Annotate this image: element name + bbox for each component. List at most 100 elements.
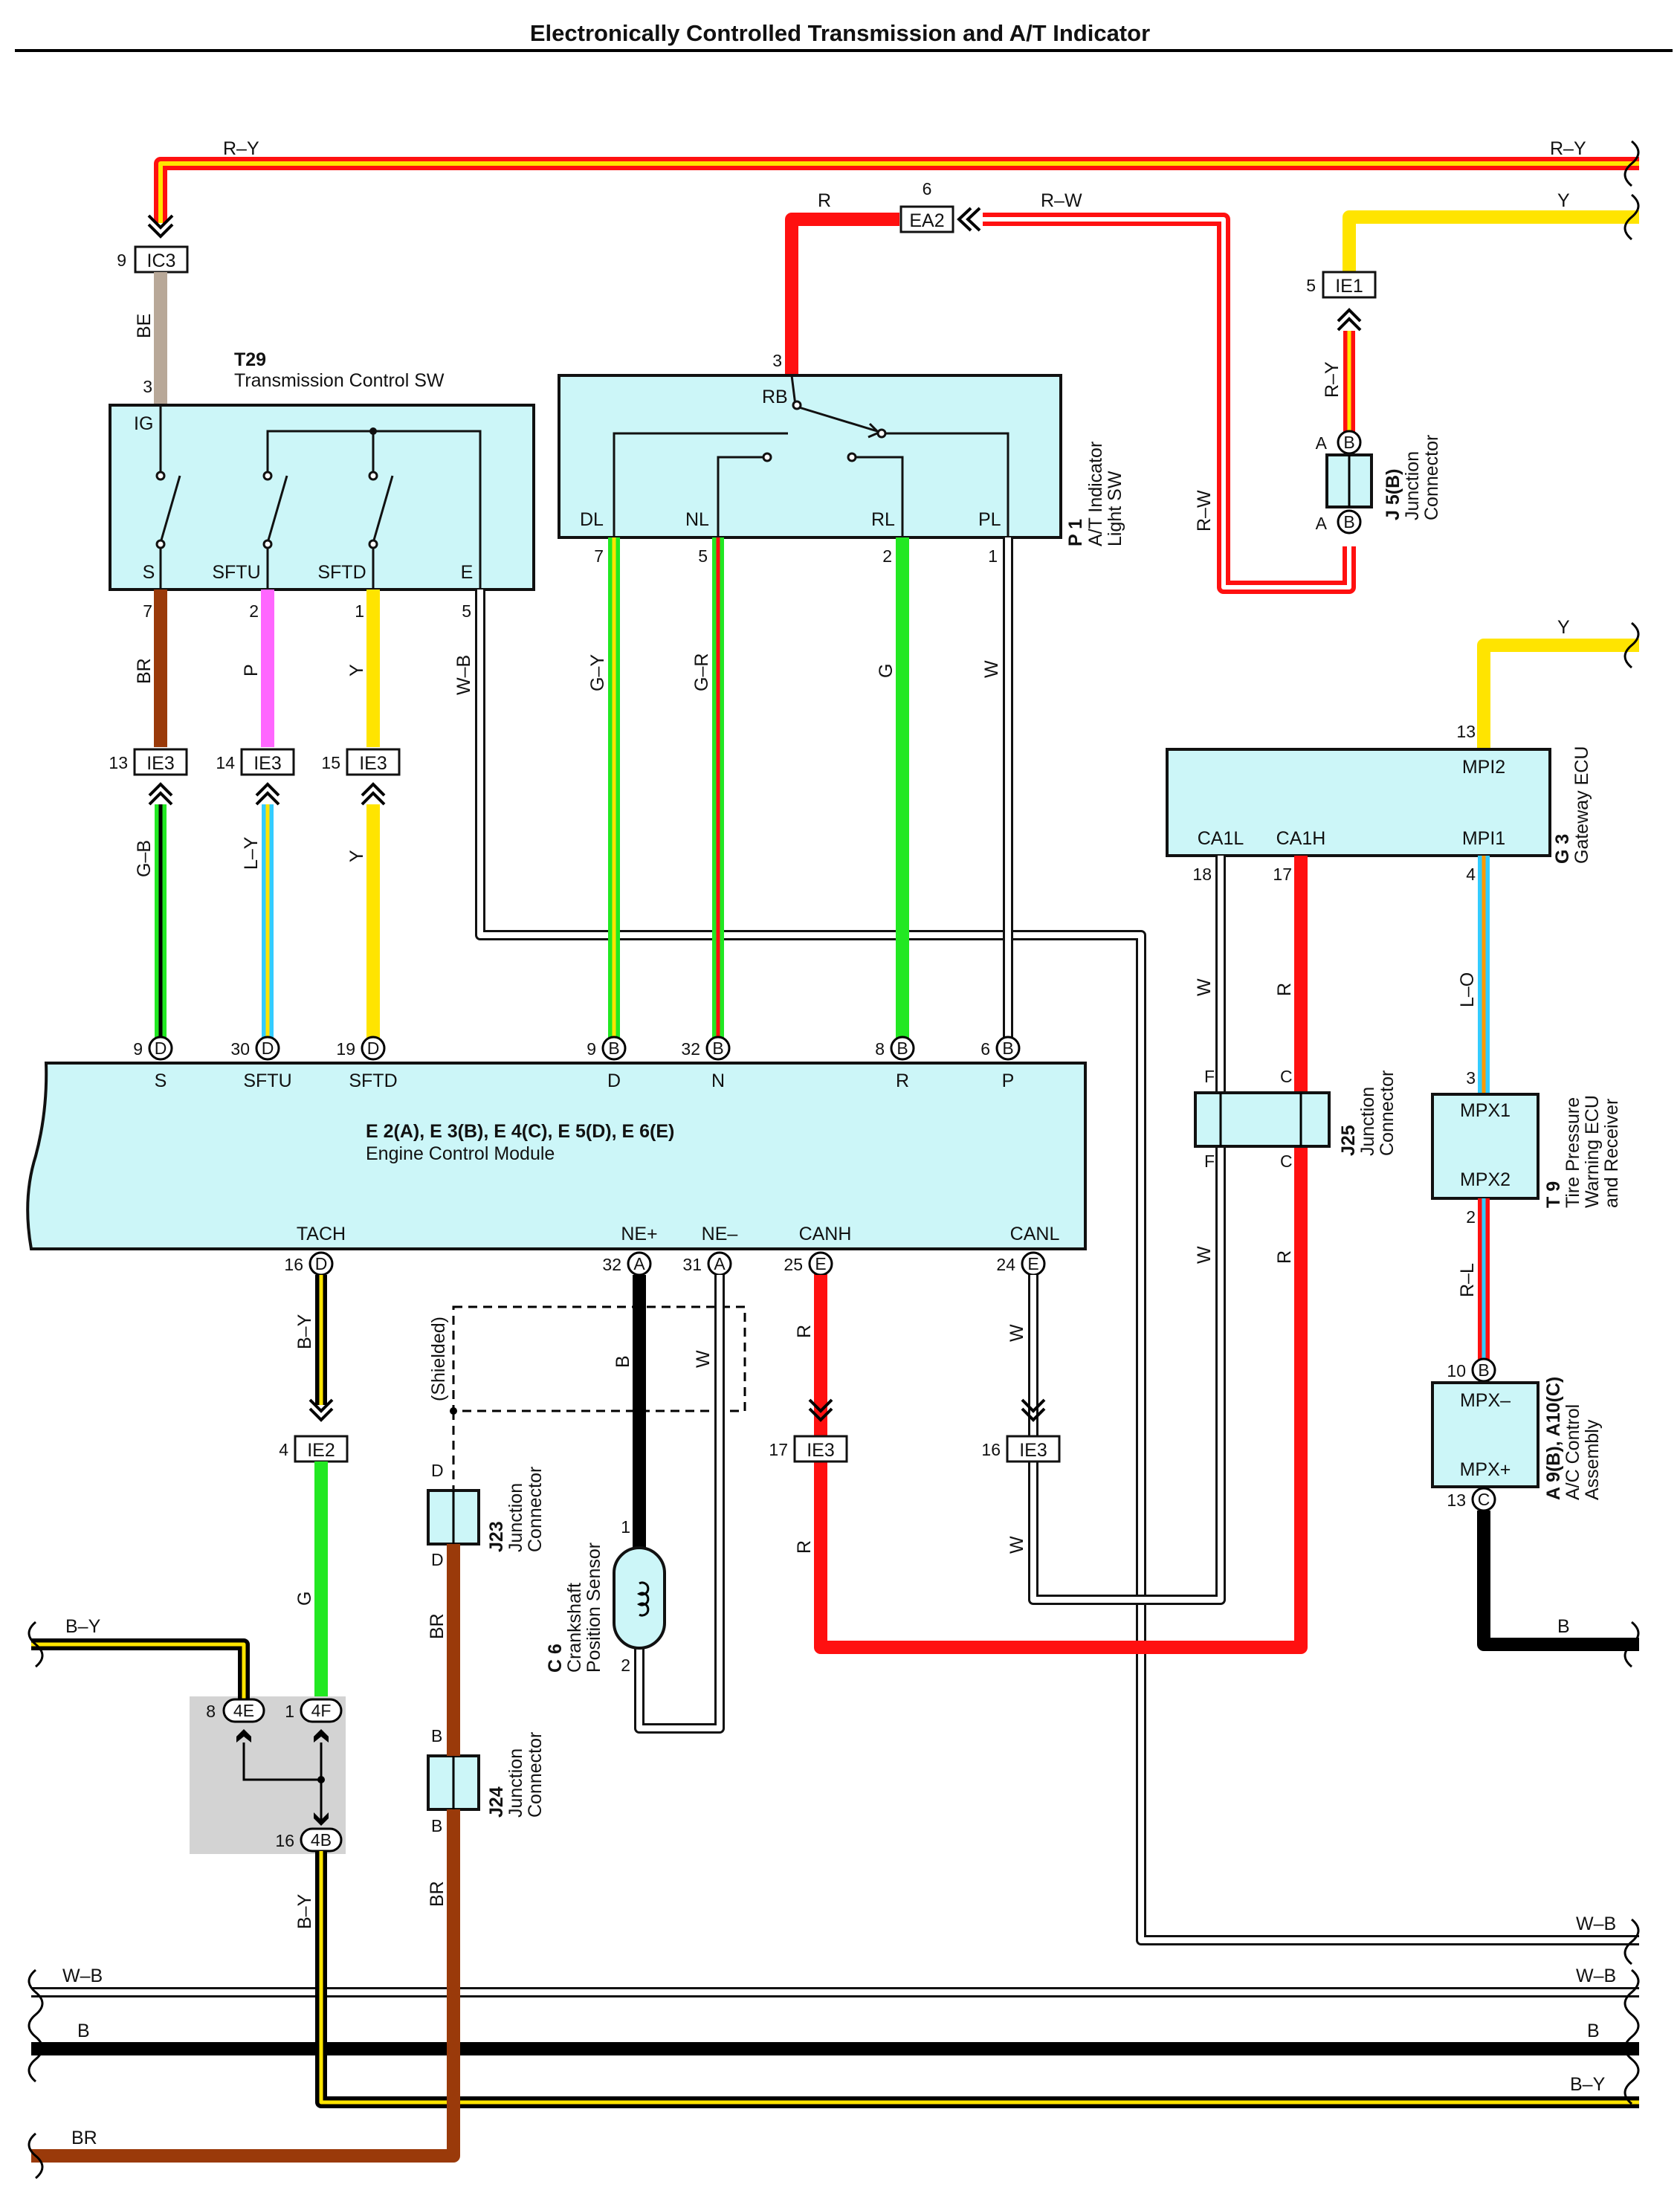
wire-label-r: R [818,190,831,211]
connector-ie3-16-label: IE3 [1019,1440,1047,1461]
wire-label-be: BE [134,314,155,338]
wire-label-r-y-top: R–Y [223,138,259,159]
wire-label-y-g3: Y [1557,617,1570,638]
connector-ie3-15-pin: 15 [321,753,340,772]
wire-w-b-e [475,590,1639,1945]
ecm-top-pin-r: B 8 R [875,1036,915,1091]
t29-name: Transmission Control SW [234,370,445,391]
wire-label-y-top: Y [1557,190,1570,211]
j24-name: Junction [505,1748,526,1818]
ecm-top-term-n: N [711,1070,725,1091]
wire-label-g-ie2: G [294,1592,315,1606]
a9-term-mpx-minus: MPX– [1460,1390,1511,1411]
p1-term-rl: RL [871,509,895,530]
junction-4-internal [236,1729,329,1826]
wire-label-g-r: G–R [691,653,712,691]
connector-ie3-17-label: IE3 [807,1440,835,1461]
wire-label-br-bottom: BR [71,2128,97,2148]
wire-y-g3 [1477,639,1639,749]
shield-node [450,1407,457,1415]
ecm-top-pin-sftd: D 19 SFTD [336,1036,398,1091]
p1-pin-nl: 5 [698,546,708,566]
t9-name2: Warning ECU [1582,1095,1603,1208]
j25-term-c-bottom: C [1280,1152,1293,1171]
wire-break-icon [1624,140,1640,187]
t9-name3: and Receiver [1601,1099,1622,1208]
connector-4e-label: 4E [233,1701,254,1720]
wire-w-ne [634,1275,725,1734]
g3-id: G 3 [1552,834,1573,864]
g3-term-ca1h: CA1H [1276,828,1326,849]
wire-break-icon [1624,193,1640,241]
wire-label-y-lower: Y [346,850,367,862]
connector-ic3-pin: 9 [117,251,126,270]
ecm-body [26,1062,1087,1250]
g3-term-mpi2: MPI2 [1462,757,1505,778]
ecm-top-pin-num-sftu: 30 [230,1039,250,1059]
connector-ie3-16 [1006,1435,1061,1463]
j23-id: J23 [486,1521,507,1552]
connector-ie3-14 [240,748,295,776]
ecm-top-code-r: B [896,1039,908,1058]
wire-label-b-y-left: B–Y [65,1616,101,1637]
connector-ie3-13 [133,748,188,776]
t29-pin-e: 5 [462,601,471,621]
t29-pin-ig: 3 [143,377,152,396]
ecm-top-code-sftd: D [367,1039,380,1058]
t29-term-sftu: SFTU [212,562,260,583]
p1-term-nl: NL [685,509,709,530]
connector-4f-pin: 1 [285,1702,294,1721]
wire-label-br-j24: BR [427,1881,448,1907]
wire-label-r-l: R–L [1457,1263,1478,1297]
ecm-top-term-p: P [1002,1070,1015,1091]
j25-term-c-top: C [1280,1067,1293,1086]
j5-name2: Connector [1421,435,1442,520]
wire-label-l-y: L–Y [241,836,262,870]
connector-4e [222,1698,265,1723]
wire-label-w-canl-lower: W [1007,1536,1027,1554]
connector-ea2 [899,205,954,233]
ecm-bottom-term-tach: TACH [297,1224,346,1244]
a9-code-mpx-minus: B [1478,1360,1489,1380]
connector-ie2-label: IE2 [307,1440,335,1461]
connector-ie3-15 [346,748,401,776]
ecm-bottom-code-ne-plus: A [633,1254,645,1273]
ecm-top-code-p: B [1002,1039,1013,1058]
wire-label-b-left: B [77,2021,90,2041]
wire-label-g-rl: G [876,664,896,678]
ecm-name: Engine Control Module [366,1143,555,1164]
ecm-top-code-sftu: D [262,1039,274,1058]
ecm-bottom-term-canh: CANH [799,1224,852,1244]
wire-label-y-sftd: Y [346,664,367,676]
wire-break-icon [1624,1621,1640,1668]
wire-label-r-canh-lower: R [794,1540,815,1554]
wire-label-r-ca1h-lower: R [1274,1250,1295,1264]
j5-pin-bottom-code: B [1343,512,1354,532]
a9-ac-control-assembly [1431,1381,1540,1488]
wire-label-r-ca1h: R [1274,983,1295,996]
a9-id: A 9(B), A10(C) [1543,1377,1564,1500]
p1-pin-rb: 3 [772,351,782,370]
connector-ie3-16-pin: 16 [981,1440,1001,1459]
chevron-icon [148,782,386,806]
wire-label-r-y-top-right: R–Y [1550,138,1586,159]
a9-pin-mpx-minus: 10 [1447,1361,1466,1380]
ecm-ids: E 2(A), E 3(B), E 4(C), E 5(D), E 6(E) [366,1121,674,1142]
ecm-top-pin-d: B 9 D [587,1036,627,1091]
t29-term-s: S [143,562,155,583]
j25-junction [1194,1091,1331,1148]
wire-label-shielded: (Shielded) [428,1317,449,1401]
p1-switch-box [558,374,1062,539]
t29-id: T29 [234,349,266,370]
j25-name: Junction [1357,1087,1378,1156]
wire-break-icon [28,2132,44,2180]
j23-term-bottom: D [431,1550,444,1569]
a9-name: A/C Control [1563,1404,1583,1500]
p1-pin-pl: 1 [988,546,998,566]
ecm-top-pin-s: D 9 S [133,1036,173,1091]
t9-term-mpx1: MPX1 [1460,1100,1511,1121]
t29-internal-switches [155,405,482,590]
wire-label-r-y-ie1: R–Y [1322,361,1343,398]
ecm-bottom-term-ne-plus: NE+ [621,1224,657,1244]
